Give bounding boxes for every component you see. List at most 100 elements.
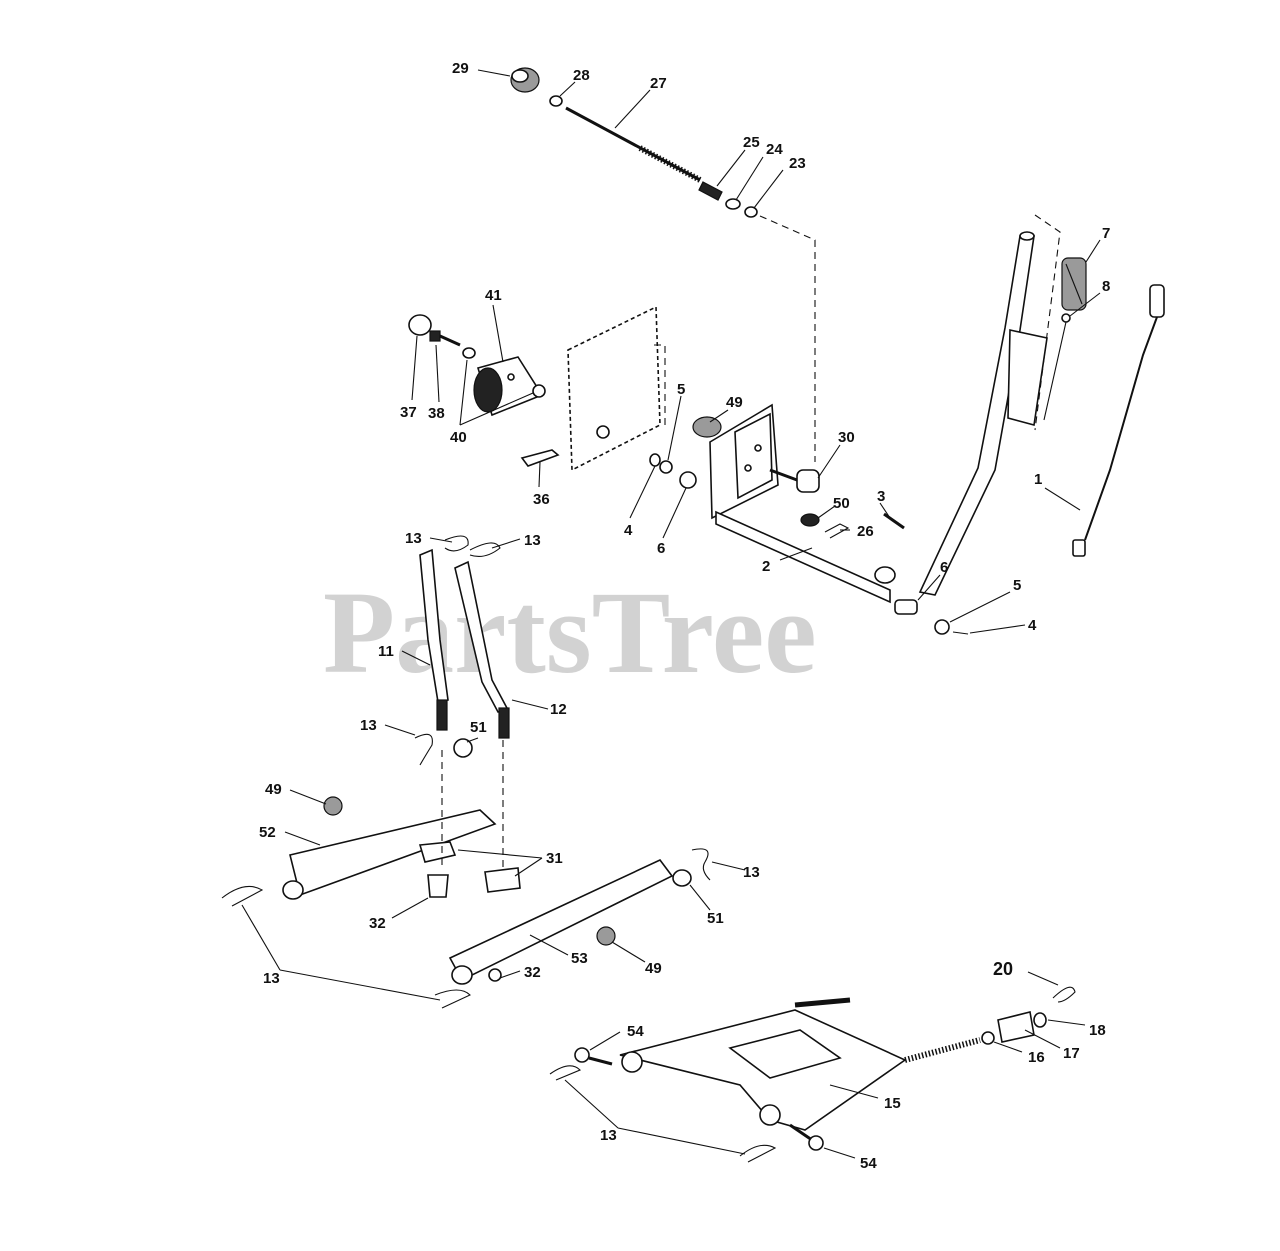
callout-13f: 13 xyxy=(600,1127,617,1144)
bushing-49b xyxy=(323,796,343,816)
knob-29 xyxy=(510,67,540,93)
hairpin-13h xyxy=(739,1144,777,1163)
callout-51a: 51 xyxy=(470,719,487,736)
bushing-6b xyxy=(894,599,918,615)
trunnion-17 xyxy=(997,1011,1035,1043)
callout-2: 2 xyxy=(762,558,770,575)
leader-lines xyxy=(241,69,1101,1159)
callout-13d: 13 xyxy=(743,864,760,881)
hairpin-20 xyxy=(1052,986,1076,1003)
washer-24 xyxy=(725,198,741,210)
bolt-8 xyxy=(1043,313,1071,421)
callout-5a: 5 xyxy=(677,381,685,398)
dashed-guide-rod xyxy=(759,215,816,462)
callout-27: 27 xyxy=(650,75,667,92)
callout-4b: 4 xyxy=(1028,617,1037,634)
hairpin-13a xyxy=(444,535,469,552)
bolt-38 xyxy=(429,330,461,347)
callout-24: 24 xyxy=(766,141,783,158)
spring-25 xyxy=(698,181,723,201)
callout-1: 1 xyxy=(1034,471,1042,488)
callout-28: 28 xyxy=(573,67,590,84)
link-12-thread xyxy=(498,707,510,739)
bushing-49a xyxy=(692,416,722,438)
nut-16 xyxy=(981,1031,995,1045)
clip-36 xyxy=(520,449,560,467)
link-11-thread xyxy=(436,699,448,731)
height-knob-41 xyxy=(473,356,544,417)
pin-4b xyxy=(952,631,969,635)
callout-25: 25 xyxy=(743,134,760,151)
callout-18: 18 xyxy=(1089,1022,1106,1039)
spring-7 xyxy=(1061,257,1087,311)
callout-53: 53 xyxy=(571,950,588,967)
bolt-54b xyxy=(789,1123,824,1151)
bushing-6a xyxy=(679,471,697,489)
adjust-rod-27 xyxy=(565,106,702,183)
watermark: PartsTree xyxy=(323,567,817,698)
callout-37: 37 xyxy=(400,404,417,421)
plate-hole xyxy=(596,425,610,439)
callout-49a: 49 xyxy=(726,394,743,411)
bushing-49c xyxy=(596,926,616,946)
washer-40b xyxy=(532,384,546,398)
callout-51b: 51 xyxy=(707,910,724,927)
callout-17: 17 xyxy=(1063,1045,1080,1062)
callout-3: 3 xyxy=(877,488,885,505)
washer-51b xyxy=(672,869,692,887)
hairpin-13g xyxy=(549,1065,581,1081)
hairpin-13c xyxy=(414,733,433,766)
link-11 xyxy=(419,548,449,703)
trunnion-31a xyxy=(418,841,457,863)
callout-13c: 13 xyxy=(360,717,377,734)
callout-15: 15 xyxy=(884,1095,901,1112)
hairpin-13f xyxy=(434,989,471,1009)
callout-16: 16 xyxy=(1028,1049,1045,1066)
lift-arm-52 xyxy=(289,809,497,897)
callout-32a: 32 xyxy=(369,915,386,932)
callout-50: 50 xyxy=(833,495,850,512)
hairpin-13d xyxy=(221,885,264,907)
nut-32b xyxy=(488,968,502,982)
nut-23 xyxy=(744,206,758,218)
stud-rod xyxy=(794,997,981,1063)
washer-5b xyxy=(934,619,950,635)
callout-6a: 6 xyxy=(657,540,665,557)
callout-13a: 13 xyxy=(405,530,422,547)
callout-23: 23 xyxy=(789,155,806,172)
washer-40a xyxy=(462,347,476,359)
nut-50 xyxy=(800,513,820,527)
callout-30: 30 xyxy=(838,429,855,446)
cap-37 xyxy=(408,314,432,336)
side-plate-edge xyxy=(654,344,666,425)
callout-52: 52 xyxy=(259,824,276,841)
lever-grip-panel xyxy=(1007,329,1048,427)
bolt-54a xyxy=(574,1047,613,1066)
callouts: 29 28 27 25 24 23 7 8 41 37 38 40 36 5 4… xyxy=(259,60,1110,1172)
callout-36: 36 xyxy=(533,491,550,508)
callout-31: 31 xyxy=(546,850,563,867)
hairpin-13b xyxy=(469,542,501,557)
callout-49c: 49 xyxy=(645,960,662,977)
callout-7: 7 xyxy=(1102,225,1110,242)
trunnion-30 xyxy=(769,468,820,493)
callout-4a: 4 xyxy=(624,522,633,539)
washer-28 xyxy=(549,95,563,107)
washer-18 xyxy=(1033,1012,1047,1028)
washer-5a xyxy=(659,460,673,474)
pin-4a xyxy=(649,453,661,467)
callout-54a: 54 xyxy=(627,1023,644,1040)
callout-54b: 54 xyxy=(860,1155,877,1172)
lift-arm-53 xyxy=(448,859,674,982)
callout-29: 29 xyxy=(452,60,469,77)
pin-26 xyxy=(824,523,850,539)
callout-32b: 32 xyxy=(524,964,541,981)
callout-8: 8 xyxy=(1102,278,1110,295)
hairpin-13e xyxy=(691,848,711,881)
callout-38: 38 xyxy=(428,405,445,422)
nut-32a xyxy=(427,874,449,898)
callout-41: 41 xyxy=(485,287,502,304)
shaft-arm-end xyxy=(874,566,896,584)
callout-12: 12 xyxy=(550,701,567,718)
